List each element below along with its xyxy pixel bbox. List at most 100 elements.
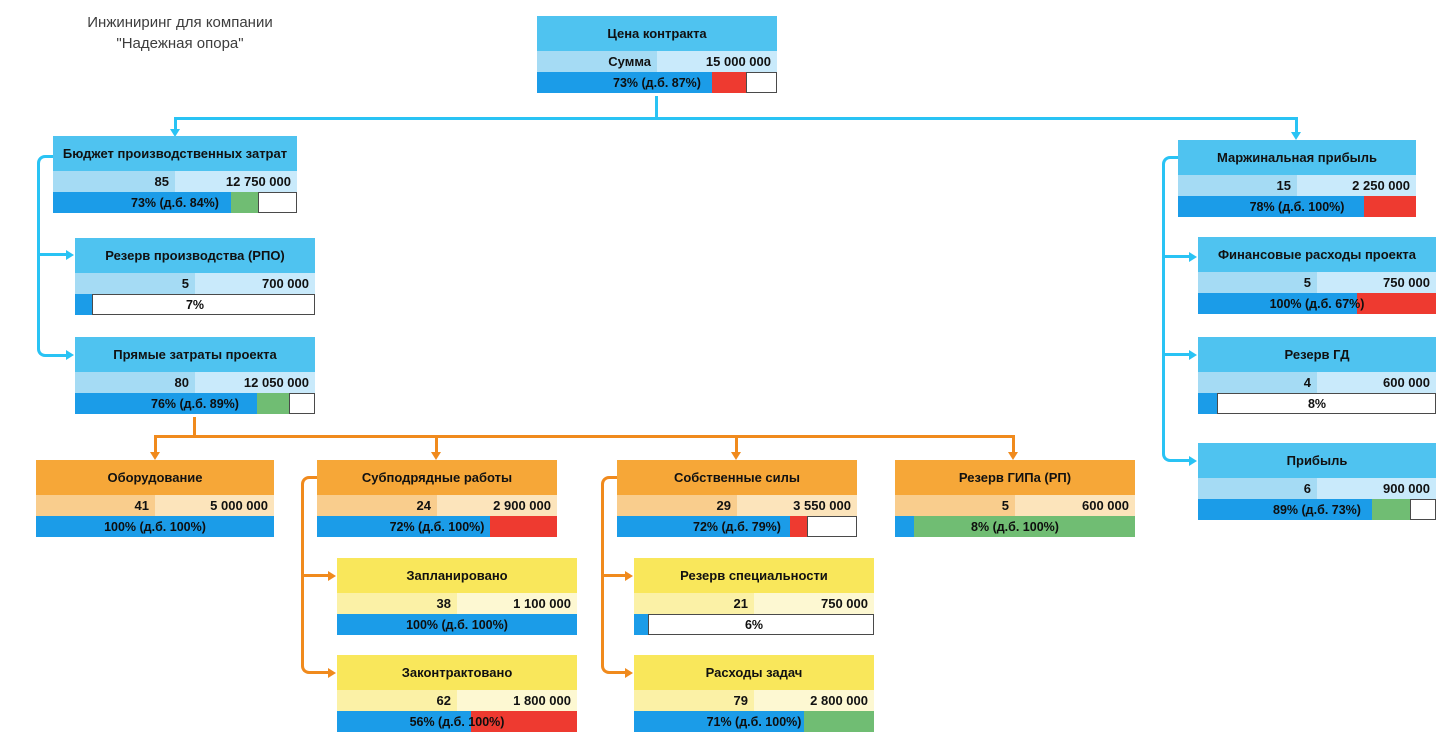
connector-own-elbow-top <box>601 476 617 488</box>
node-amount-value: 3 550 000 <box>737 495 857 516</box>
node-amount-value: 600 000 <box>1015 495 1135 516</box>
arrow-to-direct-icon <box>66 350 74 360</box>
node-count-value: 5 <box>75 273 195 294</box>
progress-bar: 71% (д.б. 100%) <box>634 711 874 732</box>
arrow-to-profit-icon <box>1189 456 1197 466</box>
progress-bar: 100% (д.б. 100%) <box>337 614 577 635</box>
connector-direct-horizontal <box>154 435 1015 438</box>
progress-bar: 7% <box>75 294 315 315</box>
node-count-value: 5 <box>895 495 1015 516</box>
connector-top-horizontal <box>174 117 1298 120</box>
node-amount-value: 1 800 000 <box>457 690 577 711</box>
node-count-value: 38 <box>337 593 457 614</box>
connector-margin-elbow-bottom <box>1162 450 1189 462</box>
arrow-to-gip-icon <box>1008 452 1018 460</box>
connector-subcontract-drop <box>435 438 438 452</box>
connector-budget-drop <box>174 119 177 129</box>
connector-direct-down <box>193 417 196 438</box>
progress-bar: 72% (д.б. 79%) <box>617 516 857 537</box>
progress-bar: 8% <box>1198 393 1436 414</box>
arrow-to-task-icon <box>625 668 633 678</box>
arrow-to-spec-icon <box>625 571 633 581</box>
node-amount-value: 750 000 <box>1317 272 1436 293</box>
node-title: Резерв ГД <box>1198 337 1436 372</box>
connector-budget-elbow-vertical <box>37 165 40 347</box>
node-count-value: 85 <box>53 171 175 192</box>
node-count-value: 4 <box>1198 372 1317 393</box>
node-count-value: 80 <box>75 372 195 393</box>
diagram-title-line1: Инжиниринг для компании <box>87 14 273 31</box>
arrow-to-budget-icon <box>170 129 180 137</box>
node-count-value: 21 <box>634 593 754 614</box>
arrow-to-contracted-icon <box>328 668 336 678</box>
connector-to-fin <box>1164 255 1189 258</box>
node-amount-value: 1 100 000 <box>457 593 577 614</box>
node-amount-value: 2 250 000 <box>1297 175 1416 196</box>
connector-budget-elbow-top <box>37 155 53 167</box>
node-count-value: 15 <box>1178 175 1297 196</box>
connector-budget-elbow-bottom <box>37 345 66 357</box>
node-amount-value: 2 800 000 <box>754 690 874 711</box>
arrow-to-equipment-icon <box>150 452 160 460</box>
progress-bar: 73% (д.б. 87%) <box>537 72 777 93</box>
progress-bar: 89% (д.б. 73%) <box>1198 499 1436 520</box>
node-title: Законтрактовано <box>337 655 577 690</box>
connector-margin-elbow-vertical <box>1162 166 1165 451</box>
node-title: Маржинальная прибыль <box>1178 140 1416 175</box>
connector-subcontract-elbow-vertical <box>301 486 304 663</box>
connector-to-rpo <box>39 253 66 256</box>
node-title: Расходы задач <box>634 655 874 690</box>
connector-own-drop <box>735 438 738 452</box>
progress-bar: 72% (д.б. 100%) <box>317 516 557 537</box>
node-title: Резерв производства (РПО) <box>75 238 315 273</box>
node-title: Субподрядные работы <box>317 460 557 495</box>
node-title: Цена контракта <box>537 16 777 51</box>
progress-bar: 56% (д.б. 100%) <box>337 711 577 732</box>
node-title: Запланировано <box>337 558 577 593</box>
node-amount-value: 5 000 000 <box>155 495 274 516</box>
node-count-value: 6 <box>1198 478 1317 499</box>
arrow-to-planned-icon <box>328 571 336 581</box>
node-title: Резерв ГИПа (РП) <box>895 460 1135 495</box>
progress-bar: 100% (д.б. 100%) <box>36 516 274 537</box>
arrow-to-fin-icon <box>1189 252 1197 262</box>
node-title: Прибыль <box>1198 443 1436 478</box>
connector-to-planned <box>303 574 328 577</box>
connector-to-gd <box>1164 353 1189 356</box>
progress-bar: 73% (д.б. 84%) <box>53 192 297 213</box>
node-amount-value: 600 000 <box>1317 372 1436 393</box>
progress-bar: 76% (д.б. 89%) <box>75 393 315 414</box>
connector-margin-elbow-top <box>1162 156 1178 168</box>
arrow-to-margin-icon <box>1291 132 1301 140</box>
connector-own-elbow-vertical <box>601 486 604 663</box>
node-amount-value: 12 750 000 <box>175 171 297 192</box>
node-amount-value: 2 900 000 <box>437 495 557 516</box>
arrow-to-own-icon <box>731 452 741 460</box>
connector-own-elbow-bottom <box>601 662 625 674</box>
diagram-title-line2: "Надежная опора" <box>116 35 244 52</box>
connector-equipment-drop <box>154 438 157 452</box>
node-amount-value: 750 000 <box>754 593 874 614</box>
connector-subcontract-elbow-top <box>301 476 317 488</box>
connector-margin-drop <box>1295 119 1298 132</box>
arrow-to-rpo-icon <box>66 250 74 260</box>
node-count-value: 29 <box>617 495 737 516</box>
node-title: Собственные силы <box>617 460 857 495</box>
node-title: Бюджет производственных затрат <box>53 136 297 171</box>
